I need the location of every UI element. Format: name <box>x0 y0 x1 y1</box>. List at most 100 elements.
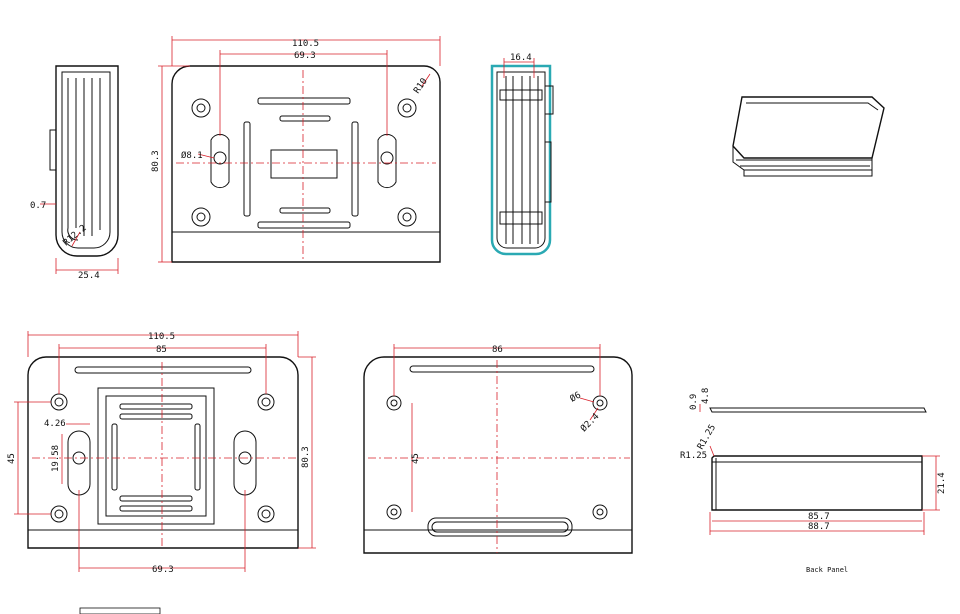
isometric-view <box>732 96 885 177</box>
back-view: 110.5 69.3 Ø8.1 80.3 R10 <box>151 36 441 263</box>
panel-width-outer-label: 88.7 <box>808 522 830 532</box>
top-slot <box>427 517 573 537</box>
panel-height-label: 21.4 <box>937 472 947 494</box>
section-inner-outline <box>496 71 546 249</box>
vent-slot <box>279 207 331 214</box>
side-view: 0.7 R12.2 25.4 <box>30 65 119 281</box>
boss-hole <box>596 399 604 407</box>
iso-edge <box>746 102 879 111</box>
bottom-height-label: 80.3 <box>301 446 311 468</box>
keyhole-slot-left <box>210 133 230 189</box>
back-slot-label: Ø8.1 <box>181 150 203 161</box>
panel-thin-plate <box>709 407 927 413</box>
bottom-boss <box>50 505 68 523</box>
boss-hole <box>402 212 412 222</box>
side-rib-1 <box>67 78 79 241</box>
boss-bottom-left <box>191 207 211 227</box>
frame-vent <box>119 413 193 420</box>
frame-vent <box>119 505 193 512</box>
frame-vent <box>194 423 201 491</box>
panel-radius-a-label: R1.25 <box>680 451 707 461</box>
top-boss <box>592 395 608 411</box>
bottom-boss <box>50 393 68 411</box>
section-highlight-outline <box>490 64 552 256</box>
boss-hole <box>390 399 398 407</box>
back-width-label: 110.5 <box>292 39 319 49</box>
side-radius-label: R12.2 <box>62 223 89 248</box>
bottom-frame-outer <box>97 387 215 525</box>
top-outline <box>363 356 633 554</box>
panel-thickness-a-label: 0.9 <box>689 394 699 410</box>
top-slot-inner <box>431 521 569 533</box>
side-inner-shell <box>61 71 111 249</box>
boss-top-right <box>397 98 417 118</box>
side-outer-shell <box>55 65 119 257</box>
boss-bottom-right <box>397 207 417 227</box>
frame-vent <box>119 495 193 502</box>
boss-hole <box>261 509 271 519</box>
section-clip-top <box>544 85 554 115</box>
radius-leader <box>71 231 81 247</box>
section-block-bottom <box>499 211 543 225</box>
bottom-width-label: 110.5 <box>148 332 175 342</box>
bottom-frame-inner <box>105 395 207 517</box>
section-block-top <box>499 89 543 101</box>
top-vent-long <box>409 365 595 373</box>
top-boss <box>386 504 402 520</box>
bottom-offset-label: 4.26 <box>44 419 66 429</box>
boss-hole <box>196 103 206 113</box>
vent-slot <box>243 121 251 217</box>
label-recess <box>270 149 338 179</box>
boss-leader <box>579 397 595 403</box>
back-outline <box>171 65 441 263</box>
boss-hole <box>54 509 64 519</box>
iso-top-face <box>732 96 885 159</box>
back-panel-view: 0.9 4.8 R1.25 R1.25 85.7 88.7 21.4 Back … <box>680 388 947 574</box>
top-vspacing-label: 45 <box>411 453 421 464</box>
hole-leader <box>589 407 599 421</box>
back-spacing-label: 69.3 <box>294 51 316 61</box>
frame-vent <box>119 403 193 410</box>
section-view: 16.4 <box>490 53 554 256</box>
panel-thickness-b-label: 4.8 <box>701 388 711 404</box>
vent-slot <box>351 121 359 217</box>
boss-hole <box>402 103 412 113</box>
slot-leader <box>197 153 215 159</box>
bottom-spacing-label: 85 <box>156 345 167 355</box>
vent-slot <box>257 97 351 105</box>
bottom-boss <box>257 393 275 411</box>
boss-hole <box>196 212 206 222</box>
iso-base <box>743 170 873 177</box>
bottom-slot-left <box>67 430 91 496</box>
bottom-slot-length-label: 19.58 <box>51 445 61 472</box>
radius-leader <box>421 73 431 87</box>
frame-vent <box>111 423 118 491</box>
top-boss <box>386 395 402 411</box>
side-thickness-label: 0.7 <box>30 201 46 211</box>
bottom-slot-spacing-label: 69.3 <box>152 565 174 575</box>
bottom-view: 110.5 85 4.26 19.58 45 80.3 69.3 <box>7 331 316 575</box>
back-panel-caption: Back Panel <box>806 566 848 574</box>
top-spacing-label: 86 <box>492 345 503 355</box>
bottom-slot-right <box>233 430 257 496</box>
panel-width-inner-label: 85.7 <box>808 512 830 522</box>
top-boss <box>592 504 608 520</box>
panel-radius-leader <box>709 445 715 457</box>
boss-hole <box>596 508 604 516</box>
boss-hole <box>390 508 398 516</box>
side-width-label: 25.4 <box>78 271 100 281</box>
top-hole-label: Ø2.4 <box>578 411 601 434</box>
top-boss-label: Ø6 <box>568 390 583 405</box>
vent-slot <box>257 221 351 229</box>
boss-hole <box>54 397 64 407</box>
side-clip <box>49 129 57 171</box>
vent-slot <box>279 115 331 122</box>
keyhole-circle <box>380 151 394 165</box>
back-height-label: 80.3 <box>151 150 161 172</box>
bottom-vent-long <box>74 366 252 374</box>
panel-body <box>711 455 923 511</box>
title-block-fragment <box>79 607 161 614</box>
bottom-vspacing-label: 45 <box>7 453 17 464</box>
